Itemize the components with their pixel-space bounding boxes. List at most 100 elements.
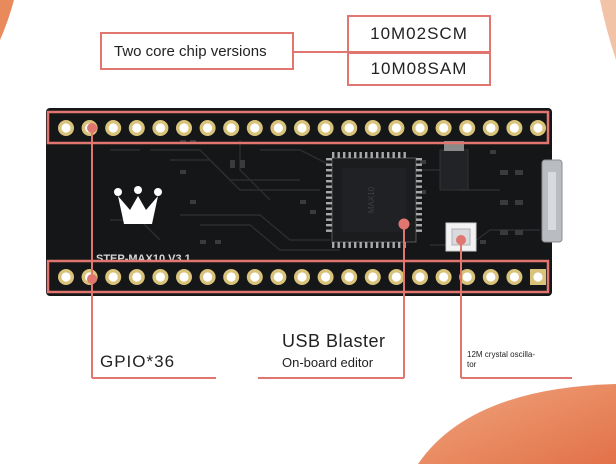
chip-pin xyxy=(348,242,351,248)
chip-pin xyxy=(365,242,368,248)
chip-pin xyxy=(326,185,332,188)
chip-pin xyxy=(416,202,422,205)
chip-pin xyxy=(416,196,422,199)
top-pin-highlight xyxy=(46,110,550,145)
chip-pin xyxy=(392,242,395,248)
chip-pin xyxy=(398,242,401,248)
callout-dots xyxy=(87,123,466,284)
pin-hole xyxy=(415,123,425,133)
corner-blob-bottom-right xyxy=(418,384,616,464)
pin-hole xyxy=(108,123,118,133)
svg-text:MAX10: MAX10 xyxy=(367,186,376,213)
chip-pin xyxy=(343,242,346,248)
pin-hole xyxy=(462,123,472,133)
pin-hole xyxy=(203,272,213,282)
pin-hole xyxy=(250,123,260,133)
chip-pin xyxy=(326,158,332,161)
pin-hole xyxy=(439,123,449,133)
pin-hole xyxy=(226,272,236,282)
chip-pin xyxy=(416,185,422,188)
chip-pin xyxy=(416,174,422,177)
smd-components xyxy=(180,140,523,244)
pin-hole xyxy=(155,272,165,282)
pin-hole xyxy=(368,272,378,282)
board-pcb xyxy=(46,108,552,296)
crown-logo-icon xyxy=(114,186,162,224)
chip-pin xyxy=(337,152,340,158)
chip-pin xyxy=(326,174,332,177)
pin-hole xyxy=(250,272,260,282)
bottom-pin-highlight xyxy=(46,259,550,294)
pin-hole xyxy=(462,272,472,282)
chip-pin xyxy=(387,242,390,248)
chip-pin xyxy=(326,207,332,210)
chip-pin xyxy=(359,152,362,158)
pin-hole xyxy=(368,123,378,133)
pin-hole xyxy=(391,123,401,133)
corner-blob-top-right xyxy=(600,0,616,60)
pin-hole xyxy=(415,272,425,282)
usb-blaster-label: USB Blaster xyxy=(282,331,386,351)
chip-pin xyxy=(416,229,422,232)
chip-pin xyxy=(403,152,406,158)
chip-version-10m08sam: 10M08SAM xyxy=(347,52,491,86)
pin-hole xyxy=(108,272,118,282)
chip-pin xyxy=(332,242,335,248)
chip-pin xyxy=(326,213,332,216)
chip-pin xyxy=(326,180,332,183)
chip-versions-label: Two core chip versions xyxy=(100,32,294,70)
chip-pin xyxy=(332,152,335,158)
chip-pin xyxy=(326,191,332,194)
chip-pin xyxy=(381,152,384,158)
regulator-tab xyxy=(444,141,464,151)
chip-pin xyxy=(365,152,368,158)
pin-hole xyxy=(297,123,307,133)
chip-pin xyxy=(359,242,362,248)
chip-pin xyxy=(343,152,346,158)
pin-hole xyxy=(226,123,236,133)
pin-hole xyxy=(297,272,307,282)
pin-hole xyxy=(273,123,283,133)
chip-pin xyxy=(354,152,357,158)
pin-hole xyxy=(179,123,189,133)
chip-pin xyxy=(416,224,422,227)
voltage-regulator xyxy=(439,149,469,191)
chip-pin xyxy=(370,242,373,248)
fpga-chip: MAX10 xyxy=(326,152,422,248)
chip-pin xyxy=(416,158,422,161)
chip-pin xyxy=(348,152,351,158)
top-pin-header xyxy=(58,120,546,136)
pin-hole xyxy=(321,272,331,282)
pin-hole xyxy=(486,123,496,133)
pin-hole xyxy=(155,123,165,133)
pin-hole xyxy=(391,272,401,282)
bottom-pin-header xyxy=(58,269,546,285)
pin-hole xyxy=(344,123,354,133)
chip-pin xyxy=(416,169,422,172)
onboard-editor-label: On-board editor xyxy=(282,355,374,370)
chip-pin xyxy=(398,152,401,158)
pin-hole xyxy=(132,272,142,282)
crystal-label-line1: 12M crystal oscilla- xyxy=(467,350,536,359)
chip-pin xyxy=(416,163,422,166)
pin-hole xyxy=(509,123,519,133)
chip-pin xyxy=(381,242,384,248)
corner-blob-top-left xyxy=(0,0,14,40)
pin-hole xyxy=(321,123,331,133)
chip-pin xyxy=(416,213,422,216)
chip-pin xyxy=(326,196,332,199)
pin-hole xyxy=(61,123,71,133)
chip-pin xyxy=(387,152,390,158)
chip-pin xyxy=(326,163,332,166)
chip-pin xyxy=(354,242,357,248)
chip-pin xyxy=(416,191,422,194)
chip-pin xyxy=(416,218,422,221)
chip-pin xyxy=(326,169,332,172)
chip-pin xyxy=(392,152,395,158)
pin-hole xyxy=(61,272,71,282)
chip-pin xyxy=(416,207,422,210)
pin-hole xyxy=(132,123,142,133)
